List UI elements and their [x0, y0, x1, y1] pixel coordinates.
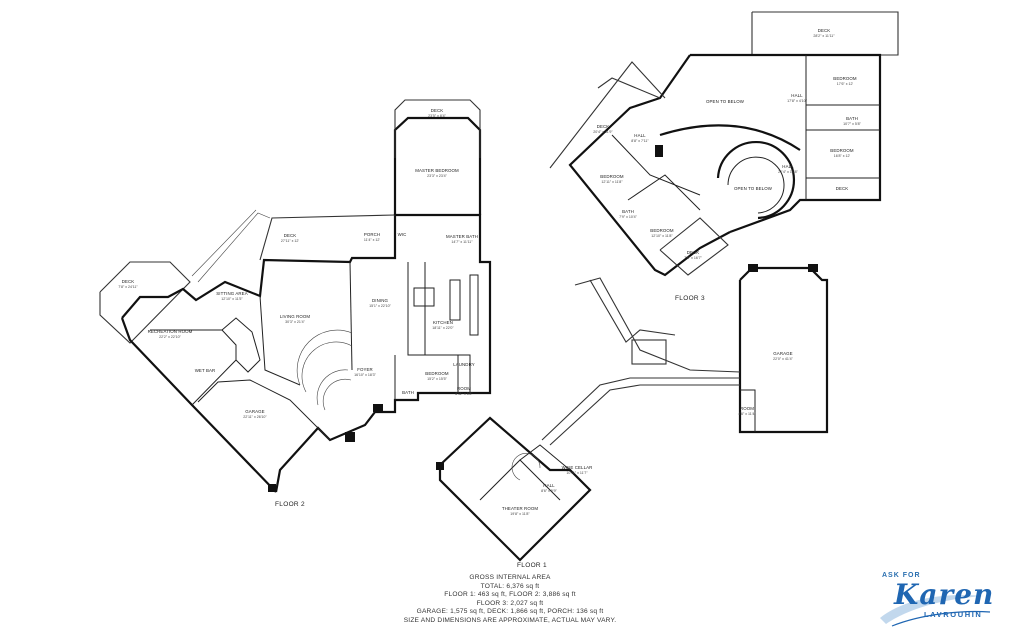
summary-disclaimer: SIZE AND DIMENSIONS ARE APPROXIMATE, ACT… [403, 616, 617, 624]
summary-heading: GROSS INTERNAL AREA [469, 574, 551, 581]
room-name: BEDROOM [833, 76, 857, 81]
floor-1-plan [436, 264, 829, 562]
room-dim: 8'6" x 5'9" [541, 489, 557, 493]
room-name: GARAGE [245, 409, 264, 414]
room-dim: 16'8" x 12' [834, 154, 851, 158]
room-dim: 19'8" x 11'8" [510, 512, 530, 516]
room-dim: 11'4" x 12' [364, 238, 380, 242]
room-name: BATH [402, 390, 414, 395]
logo-ask-text: ASK FOR [882, 572, 921, 579]
room-name: DECK [687, 250, 700, 255]
room-dim: 28'2" x 11'11" [813, 34, 835, 38]
room-dim: 15'1" x 22'10" [369, 304, 391, 308]
room-dim: 22'2" x 22'10" [159, 335, 181, 339]
room-dim: 23'5" x 8'4" [428, 114, 446, 118]
room-name: DECK [284, 233, 297, 238]
room-dim: 18'11" x 22'0" [432, 326, 454, 330]
room-name: OPEN TO BELOW [706, 99, 745, 104]
floor-1-label: FLOOR 1 [517, 562, 547, 569]
room-dim: 20'4" x 11'9" [593, 130, 613, 134]
floor-2-label: FLOOR 2 [275, 501, 305, 508]
room-name: BATH [846, 116, 858, 121]
room-dim: 27'11" x 12' [281, 239, 299, 243]
room-name: ROOM [740, 406, 754, 411]
room-name: GARAGE [773, 351, 792, 356]
room-name: DECK [836, 186, 849, 191]
room-name: RECREATION ROOM [148, 329, 193, 334]
room-name: OPEN TO BELOW [734, 186, 773, 191]
room-dim: 17'6" x 12' [837, 82, 854, 86]
room-dim: 4'6" x 11'4" [738, 412, 756, 416]
room-name: DECK [818, 28, 831, 33]
room-dim: 15'2" x 15'5" [427, 377, 447, 381]
room-dim: 23'3" x 23'4" [427, 174, 447, 178]
room-dim: 8'11" x 5'8" [455, 392, 473, 396]
room-name: BATH [622, 209, 634, 214]
room-dim: 14'7" x 11'11" [451, 240, 473, 244]
room-name: MASTER BATH [446, 234, 478, 239]
summary-total: TOTAL: 6,376 sq ft [480, 582, 540, 590]
floor-2-plan [99, 99, 492, 493]
room-dim: 10'11" x 11'7" [566, 471, 588, 475]
room-name: MASTER BEDROOM [415, 168, 459, 173]
room-name: LAUNDRY [453, 362, 475, 367]
room-name: BEDROOM [600, 174, 624, 179]
room-name: HALL [791, 93, 803, 98]
floor-3-plan [549, 11, 899, 277]
room-name: DECK [431, 108, 444, 113]
room-dim: 21'4" x 16'8" [778, 170, 798, 174]
room-name: HALL [634, 133, 646, 138]
room-dim: 12'10" x 11'5" [221, 297, 243, 301]
room-name: BEDROOM [830, 148, 854, 153]
room-name: BEDROOM [425, 371, 449, 376]
room-name: ROOM [457, 386, 471, 391]
logo-name: Karen [894, 578, 995, 611]
room-name: DECK [122, 279, 135, 284]
agent-logo: ASK FOR Karen LAVROUHIN [872, 570, 995, 632]
room-dim: 7'8" x 16'7" [684, 256, 702, 260]
room-name: WIC [398, 232, 407, 237]
room-dim: 8'8" x 7'11" [631, 139, 649, 143]
room-name: HALL [782, 164, 794, 169]
room-dim: 17'8" x 4'10" [787, 99, 807, 103]
summary-floor-3: FLOOR 3: 2,027 sq ft [476, 599, 544, 607]
floor-2-labels: DECK 7'8" x 24'11" RECREATION ROOM 22'2"… [118, 108, 478, 508]
room-name: SITTING AREA [216, 291, 247, 296]
room-name: DINING [372, 298, 388, 303]
floor-1-labels: GARAGE 22'0" x 41'4" ROOM 4'6" x 11'4" W… [502, 351, 794, 569]
room-dim: 16'10" x 18'3" [354, 373, 376, 377]
room-name: DECK [597, 124, 610, 129]
room-dim: 7'8" x 24'11" [118, 285, 138, 289]
room-name: KITCHEN [433, 320, 453, 325]
floor-3-label: FLOOR 3 [675, 295, 705, 302]
room-name: PORCH [364, 232, 380, 237]
room-dim: 22'0" x 41'4" [773, 357, 793, 361]
room-name: THEATER ROOM [502, 506, 538, 511]
floor-3-labels: DECK 28'2" x 11'11" OPEN TO BELOW BEDROO… [593, 28, 861, 302]
room-dim: 30'3" x 21'4" [285, 320, 305, 324]
room-name: WET BAR [195, 368, 216, 373]
area-summary: GROSS INTERNAL AREA TOTAL: 6,376 sq ft F… [380, 574, 640, 626]
room-name: FOYER [357, 367, 373, 372]
summary-extras: GARAGE: 1,575 sq ft, DECK: 1,866 sq ft, … [416, 608, 604, 616]
room-dim: 7'9" x 10'4" [619, 215, 637, 219]
logo-swoosh-icon [880, 594, 991, 627]
room-dim: 12'10" x 11'8" [651, 234, 673, 238]
room-name: HALL [543, 483, 555, 488]
room-dim: 10'7" x 5'8" [843, 122, 861, 126]
logo-surname: LAVROUHIN [924, 610, 983, 619]
room-name: LIVING ROOM [280, 314, 311, 319]
room-dim: 12'11" x 11'8" [601, 180, 623, 184]
summary-floors-1-2: FLOOR 1: 463 sq ft, FLOOR 2: 3,886 sq ft [444, 591, 576, 599]
room-name: BEDROOM [650, 228, 674, 233]
room-dim: 22'11" x 26'10" [243, 415, 267, 419]
room-name: WINE CELLAR [562, 465, 593, 470]
